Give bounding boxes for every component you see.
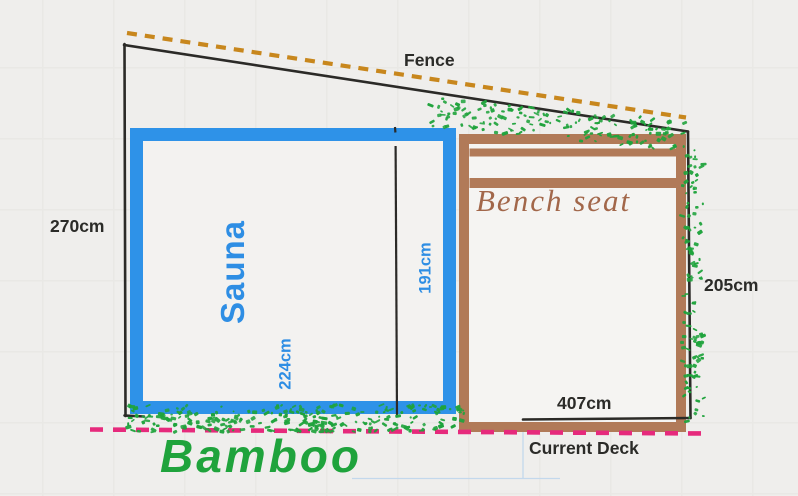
left-height-dimension: 270cm [50,216,105,236]
current-deck-label: Current Deck [529,438,639,458]
bench-slat-bottom [469,178,676,188]
right-height-dimension: 205cm [704,275,759,295]
deck-bottom-line [521,416,692,421]
bamboo-label: Bamboo [160,430,362,482]
bench-seat-rectangle [459,134,686,432]
fence-label: Fence [404,50,455,70]
sauna-width-dimension: 224cm [276,338,295,390]
bench-slat-top [469,148,676,157]
fence-dashed-line [126,30,687,120]
sauna-inner-dimension: 191cm [416,242,435,294]
boundary-dashed-line [89,427,705,436]
sauna-inner-wall-line [393,126,399,418]
sauna-label: Sauna [214,219,251,325]
bamboo-scribbles [125,97,707,434]
bench-seat-label: Bench seat [476,183,632,218]
deck-width-dimension: 407cm [557,393,612,413]
